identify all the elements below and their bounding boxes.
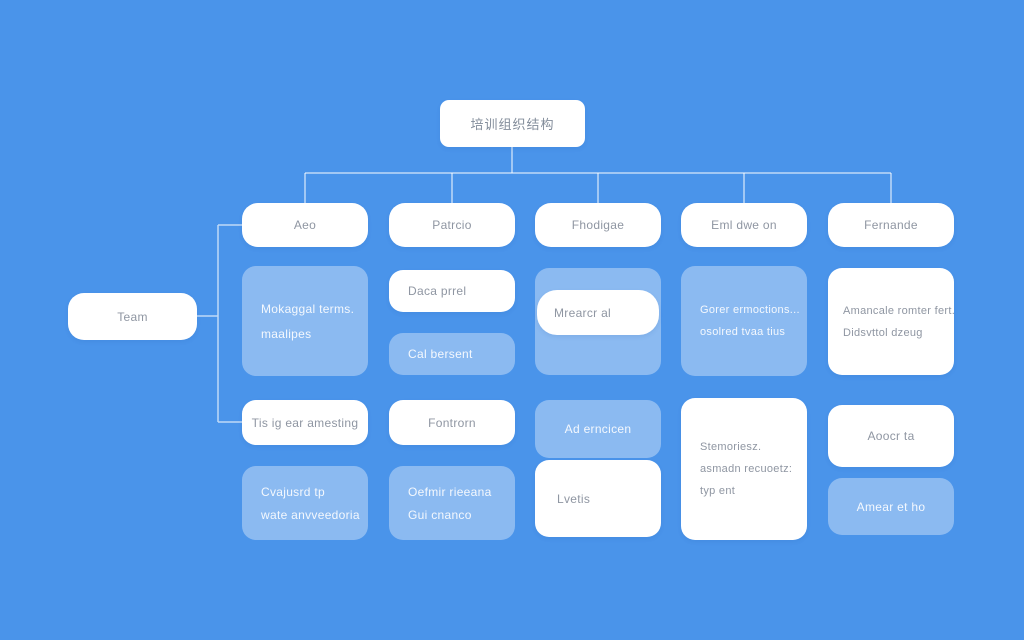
node-c2-dacaprrel: Daca prrel [389,270,515,312]
node-header-col4: Eml dwe on [681,203,807,247]
header-col1-label: Aeo [293,218,317,232]
node-c1-amesting: Tis ig ear amesting [242,400,368,445]
c4-gorer-line1: Gorer ermoctions... [700,304,800,316]
node-team: Team [68,293,197,340]
node-c5-amearetho: Amear et ho [828,478,954,535]
header-col4-label: Eml dwe on [711,218,777,232]
c3-mrearcr-label: Mrearcr al [554,305,612,320]
c4-gorer-line2: osolred tvaa tius [700,326,786,338]
node-c3-lvetis: Lvetis [535,460,661,537]
c4-stemoriesz-line3: typ ent [700,485,736,497]
node-c2-fontrorn: Fontrorn [389,400,515,445]
c4-stemoriesz-line1: Stemoriesz. [700,441,762,453]
node-c1-cvajusrd: Cvajusrd tp wate anvveedoria [242,466,368,540]
node-header-col5: Fernande [828,203,954,247]
c2-oefmir-line1: Oefmir rieeana [408,484,492,499]
c4-stemoriesz-line2: asmadn recuoetz: [700,463,793,475]
node-c3-aderncicen: Ad erncicen [535,400,661,458]
node-header-col1: Aeo [242,203,368,247]
node-c1-terms: Mokaggal terms. maalipes [242,266,368,376]
title-label: 培训组织结构 [470,117,555,132]
c1-cvajusrd-line1: Cvajusrd tp [261,484,325,499]
connector-team-branch [197,224,242,423]
c5-aoocrta-label: Aoocr ta [867,429,915,443]
c5-amancale-line2: Didsvttol dzeug [843,326,923,339]
node-header-col3: Fhodigae [535,203,661,247]
node-c4-stemoriesz: Stemoriesz. asmadn recuoetz: typ ent [681,398,807,540]
c3-lvetis-label: Lvetis [557,491,591,506]
c2-fontrorn-label: Fontrorn [428,415,476,430]
c3-aderncicen-label: Ad erncicen [564,422,632,436]
c2-oefmir-line2: Gui cnanco [408,507,472,522]
header-col2-label: Patrcio [432,218,472,232]
node-title: 培训组织结构 [440,100,585,147]
node-c2-oefmir: Oefmir rieeana Gui cnanco [389,466,515,540]
c1-amesting-label: Tis ig ear amesting [251,415,359,430]
node-c3-mrearcr: Mrearcr al [537,290,659,335]
c5-amancale-line1: Amancale romter fert. [843,304,956,317]
node-header-col2: Patrcio [389,203,515,247]
c2-calbersent-label: Cal bersent [408,347,473,361]
c2-dacaprrel-label: Daca prrel [408,284,467,298]
c1-terms-line2: maalipes [261,326,312,341]
header-col5-label: Fernande [864,218,918,232]
c1-terms-line1: Mokaggal terms. [261,301,355,316]
node-c2-calbersent: Cal bersent [389,333,515,375]
team-label: Team [117,309,148,324]
c1-cvajusrd-line2: wate anvveedoria [261,507,360,522]
node-c5-amancale: Amancale romter fert. Didsvttol dzeug [828,268,956,375]
node-c5-aoocrta: Aoocr ta [828,405,954,467]
c5-amearetho-label: Amear et ho [856,499,926,514]
node-c4-gorer: Gorer ermoctions... osolred tvaa tius [681,266,807,376]
header-col3-label: Fhodigae [571,218,625,232]
